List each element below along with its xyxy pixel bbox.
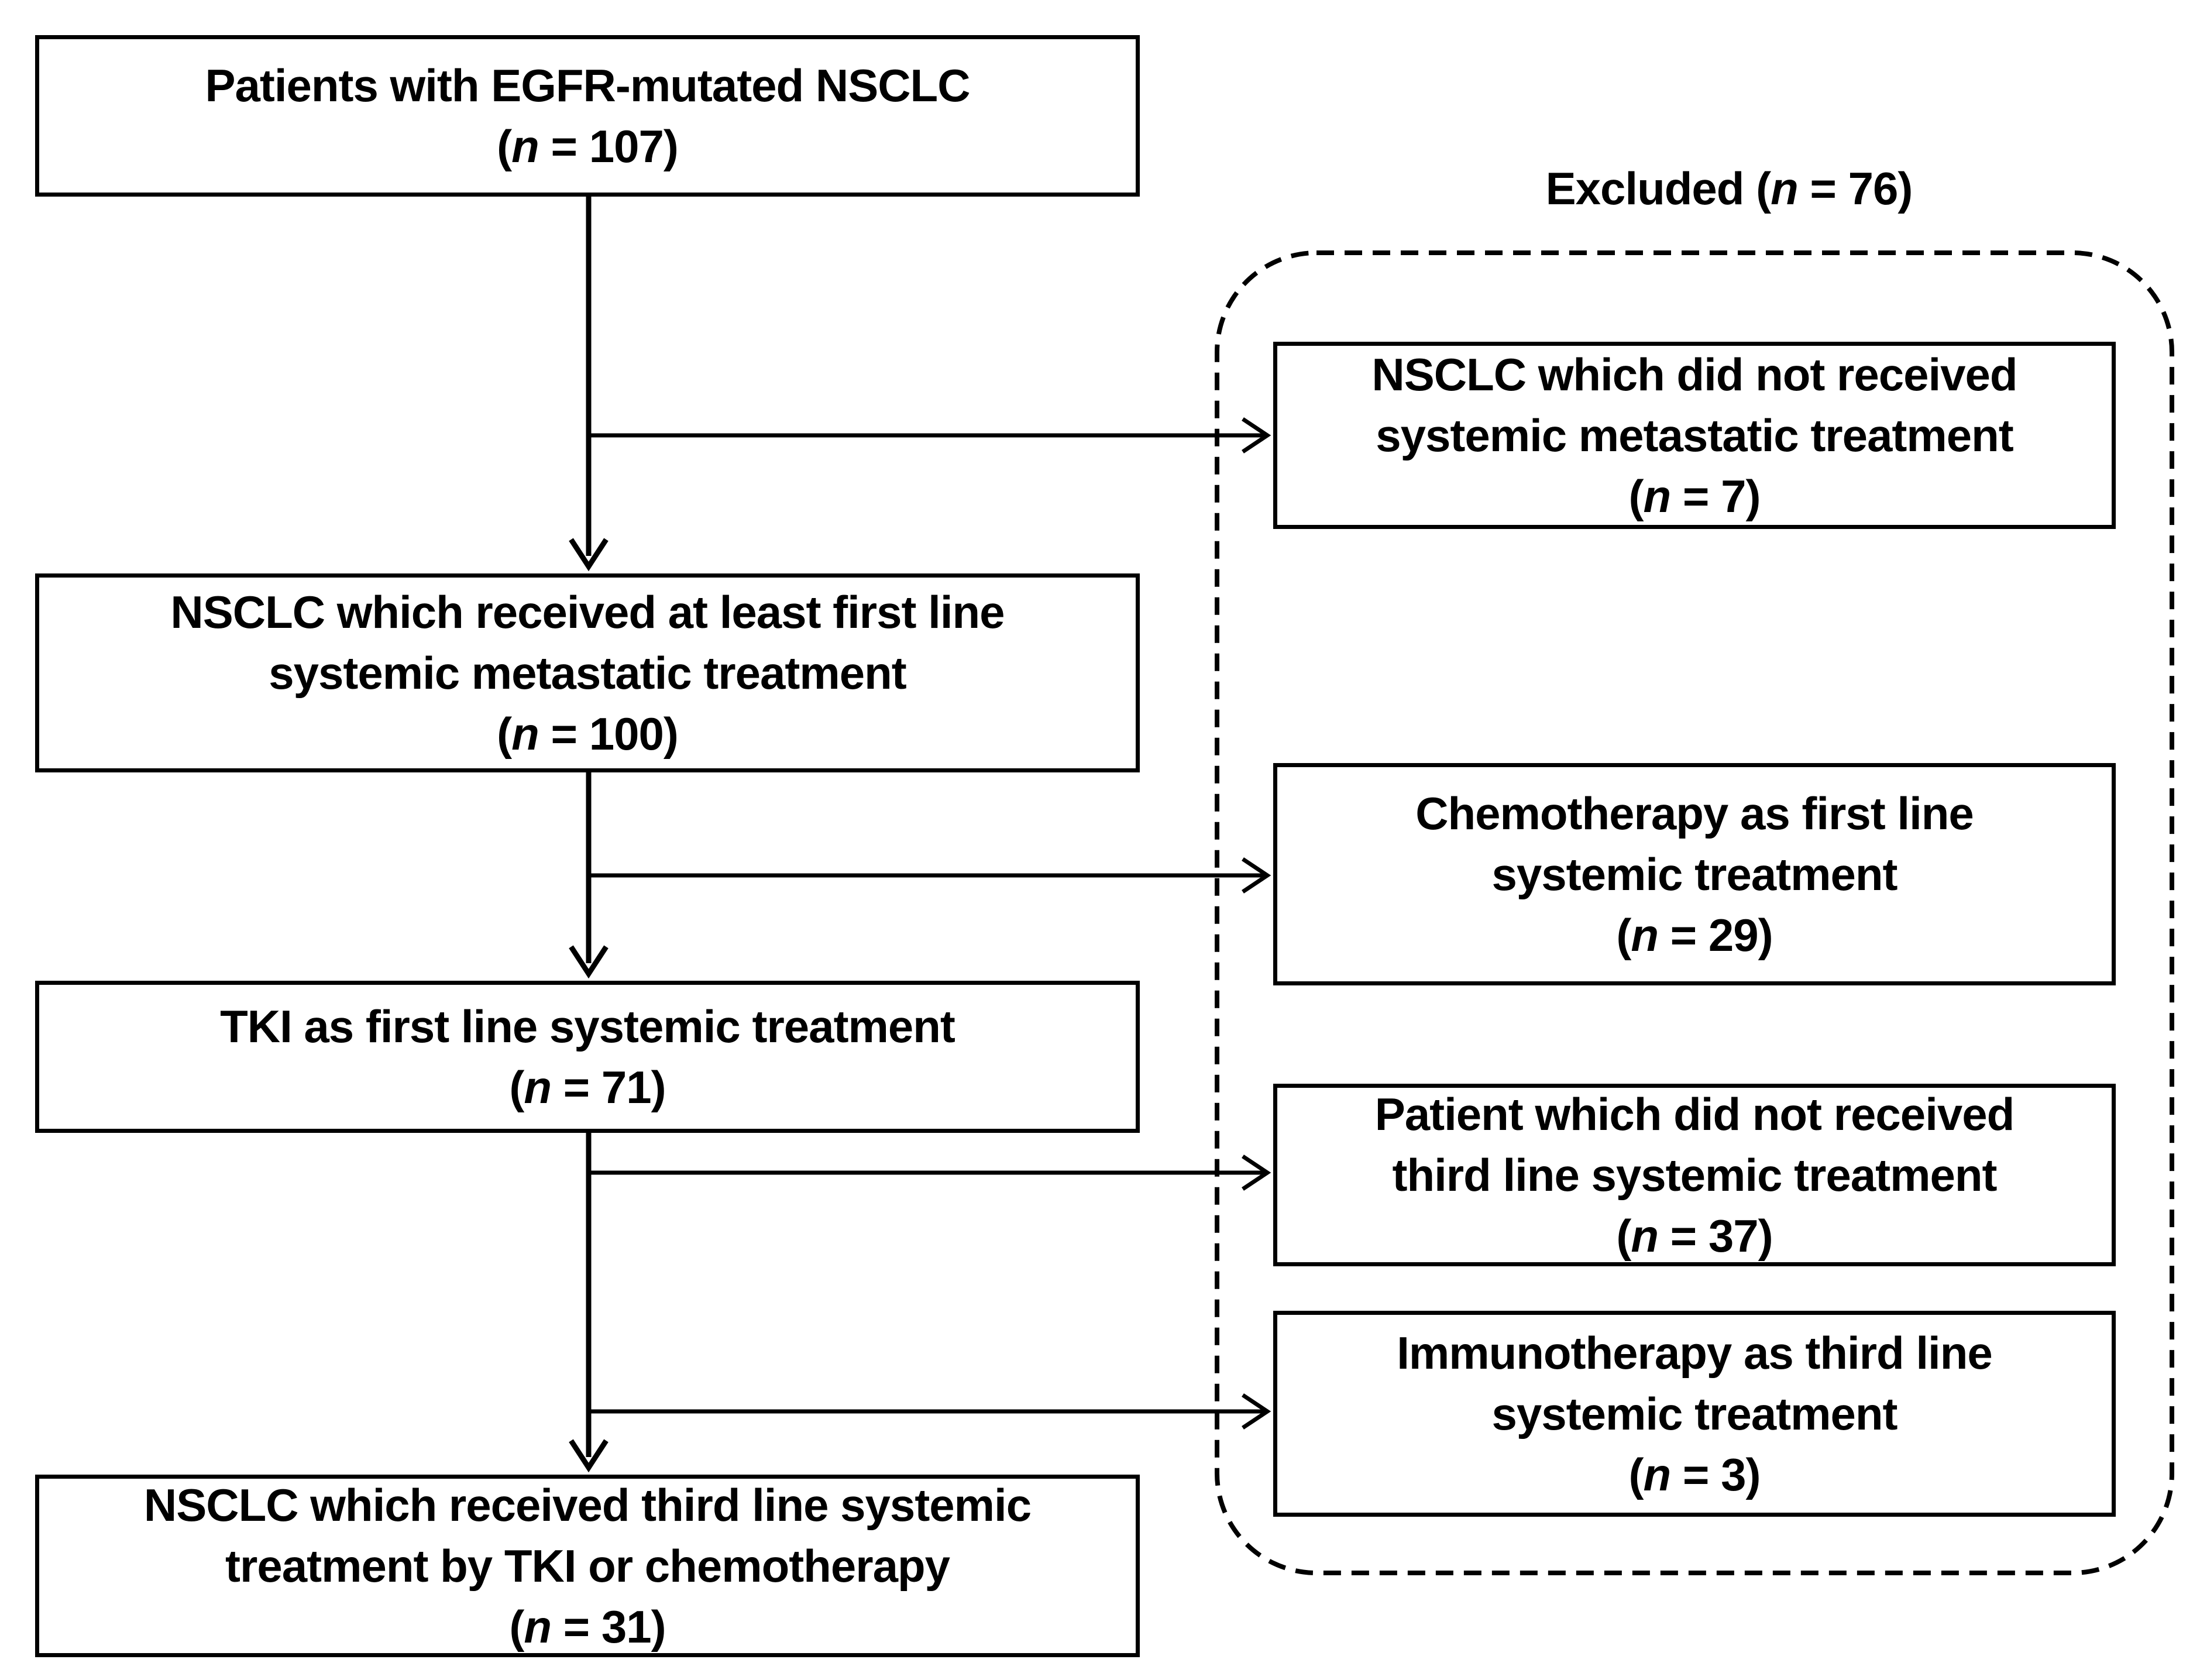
main-box-3-n: 71 bbox=[601, 1061, 652, 1113]
arrowhead-excluded-3 bbox=[1242, 1155, 1271, 1191]
main-box-1-count: (n = 107) bbox=[497, 121, 679, 172]
excluded-box-4-count: (n = 3) bbox=[1628, 1449, 1761, 1500]
arrowhead-main-3 bbox=[569, 1439, 609, 1473]
main-box-1-line-1: Patients with EGFR-mutated NSCLC bbox=[205, 60, 970, 111]
excluded-box-2-count: (n = 29) bbox=[1616, 909, 1773, 961]
excluded-box-2-n: 29 bbox=[1708, 909, 1759, 961]
n-symbol: n bbox=[511, 121, 539, 172]
main-box-4-count: (n = 31) bbox=[509, 1601, 666, 1652]
excluded-label-text: Excluded bbox=[1545, 163, 1745, 214]
main-box-3-line-1: TKI as first line systemic treatment bbox=[220, 1001, 955, 1052]
main-box-1-n: 107 bbox=[589, 121, 664, 172]
arrowhead-main-1 bbox=[569, 538, 609, 572]
n-symbol: n bbox=[1643, 470, 1672, 522]
excluded-box-3-n: 37 bbox=[1708, 1210, 1759, 1262]
arrowhead-excluded-1 bbox=[1242, 417, 1271, 454]
n-symbol: n bbox=[511, 708, 539, 760]
excluded-box-1-line-2: systemic metastatic treatment bbox=[1376, 410, 2014, 461]
main-box-4: NSCLC which received third line systemic… bbox=[35, 1475, 1140, 1657]
excluded-label: Excluded (n = 76) bbox=[1545, 163, 1913, 214]
excluded-container bbox=[1215, 250, 2174, 1575]
n-symbol: n bbox=[1771, 163, 1799, 214]
n-symbol: n bbox=[524, 1601, 552, 1652]
excluded-box-2: Chemotherapy as first line systemic trea… bbox=[1273, 763, 2116, 985]
excluded-box-2-line-1: Chemotherapy as first line bbox=[1415, 788, 1974, 839]
excluded-box-1: NSCLC which did not received systemic me… bbox=[1273, 342, 2116, 529]
main-box-2-line-2: systemic metastatic treatment bbox=[269, 647, 907, 699]
excluded-box-1-count: (n = 7) bbox=[1628, 470, 1761, 522]
main-box-2-count: (n = 100) bbox=[497, 708, 679, 760]
excluded-box-3-line-1: Patient which did not received bbox=[1374, 1088, 2015, 1140]
main-box-4-n: 31 bbox=[601, 1601, 652, 1652]
main-box-4-line-2: treatment by TKI or chemotherapy bbox=[225, 1540, 950, 1592]
arrowhead-main-2 bbox=[569, 945, 609, 979]
excluded-box-4-line-1: Immunotherapy as third line bbox=[1397, 1327, 1993, 1379]
main-box-3: TKI as first line systemic treatment (n … bbox=[35, 981, 1140, 1133]
excluded-box-1-line-1: NSCLC which did not received bbox=[1371, 349, 2017, 400]
excluded-box-3: Patient which did not received third lin… bbox=[1273, 1084, 2116, 1266]
excluded-box-3-line-2: third line systemic treatment bbox=[1392, 1149, 1998, 1201]
main-box-3-count: (n = 71) bbox=[509, 1061, 666, 1113]
main-box-2-line-1: NSCLC which received at least first line bbox=[170, 586, 1005, 638]
excluded-box-4: Immunotherapy as third line systemic tre… bbox=[1273, 1311, 2116, 1517]
n-symbol: n bbox=[524, 1061, 552, 1113]
n-symbol: n bbox=[1631, 1210, 1659, 1262]
excluded-box-3-count: (n = 37) bbox=[1616, 1210, 1773, 1262]
main-box-1: Patients with EGFR-mutated NSCLC (n = 10… bbox=[35, 35, 1140, 197]
main-box-4-line-1: NSCLC which received third line systemic bbox=[143, 1479, 1032, 1531]
main-box-2: NSCLC which received at least first line… bbox=[35, 573, 1140, 772]
excluded-box-2-line-2: systemic treatment bbox=[1491, 848, 1898, 900]
excluded-box-4-n: 3 bbox=[1721, 1449, 1746, 1500]
arrowhead-excluded-2 bbox=[1242, 857, 1271, 894]
n-symbol: n bbox=[1631, 909, 1659, 961]
excluded-count: 76 bbox=[1848, 163, 1899, 214]
arrowhead-excluded-4 bbox=[1242, 1393, 1271, 1430]
excluded-box-4-line-2: systemic treatment bbox=[1491, 1388, 1898, 1439]
excluded-box-1-n: 7 bbox=[1721, 470, 1746, 522]
n-symbol: n bbox=[1643, 1449, 1672, 1500]
main-box-2-n: 100 bbox=[589, 708, 664, 760]
